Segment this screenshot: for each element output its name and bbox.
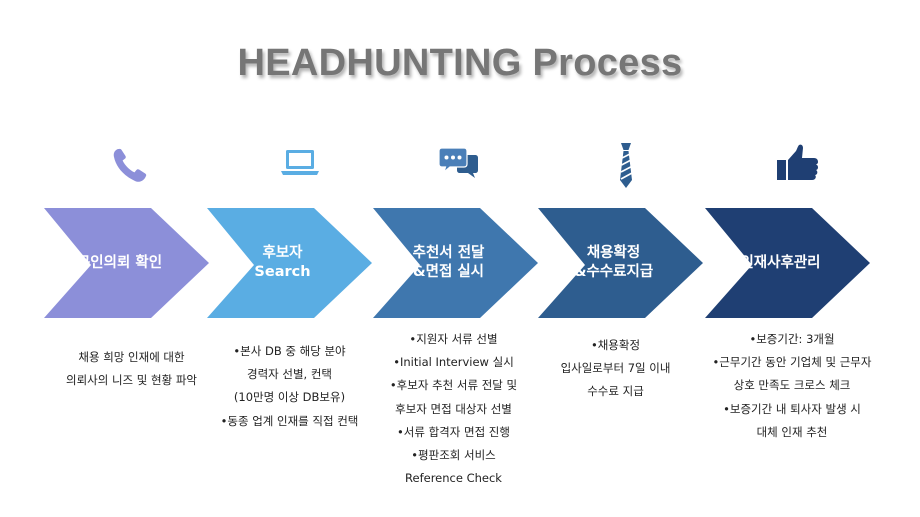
step-2-label-line-1: 후보자: [262, 245, 303, 261]
step-1-description: 채용 희망 인재에 대한 의뢰사의 니즈 및 현황 파악: [44, 346, 219, 392]
description-line: 수수료 지급: [587, 384, 644, 399]
step-2-description: •본사 DB 중 해당 분야 경력자 선별, 컨택 (10만명 이상 DB보유)…: [202, 340, 377, 433]
step-4-label-line-1: 채용확정: [586, 245, 641, 261]
description-line: Reference Check: [405, 471, 502, 486]
step-2-label-line-2: Search: [254, 264, 311, 280]
description-line: 상호 만족도 크로스 체크: [733, 378, 851, 393]
chat-bubbles-icon: [435, 140, 485, 190]
description-line: (10만명 이상 DB보유): [233, 390, 346, 405]
description-line: •지원자 서류 선별: [409, 332, 498, 346]
step-5-label-line-1: 인재사후관리: [740, 254, 821, 271]
description-line: •후보자 추천 서류 전달 및: [389, 378, 518, 393]
description-line: •동종 업계 인재를 직접 컨택: [220, 413, 359, 428]
description-line: •근무기간 동안 기업체 및 근무자: [712, 355, 872, 370]
description-line: 경력자 선별, 컨택: [246, 367, 333, 382]
step-3-description: •지원자 서류 선별 •Initial Interview 실시 •후보자 추천…: [366, 328, 541, 490]
description-line: 채용 희망 인재에 대한: [78, 350, 185, 364]
arrow-shape: [44, 208, 209, 318]
process-step-5-arrow: 인재사후관리: [705, 208, 870, 318]
description-line: 입사일로부터 7일 이내: [560, 361, 671, 376]
step-2-label: 후보자 Search: [215, 208, 350, 318]
step-5-description: •보증기간: 3개월 •근무기간 동안 기업체 및 근무자 상호 만족도 크로스…: [697, 328, 887, 444]
description-line: •Initial Interview 실시: [393, 355, 514, 370]
description-line: •채용확정: [590, 338, 641, 352]
process-step-2-arrow: 후보자 Search: [207, 208, 372, 318]
step-3-label: 추천서 전달 &면접 실시: [381, 208, 516, 318]
process-step-1-arrow: 구인의뢰 확인: [44, 208, 209, 318]
thumbs-up-icon: [774, 140, 824, 190]
step-4-label-line-2: &수수료지급: [573, 264, 654, 280]
description-line: 후보자 면접 대상자 선별: [395, 401, 512, 416]
description-line: •서류 합격자 면접 진행: [397, 424, 510, 439]
phone-icon: [105, 140, 155, 190]
laptop-icon: [275, 140, 325, 190]
page-title: HEADHUNTING Process: [237, 42, 683, 84]
arrow-shape: [373, 208, 538, 318]
description-line: •본사 DB 중 해당 분야: [233, 344, 346, 358]
arrow-shape: [538, 208, 703, 318]
step-4-description: •채용확정 입사일로부터 7일 이내 수수료 지급: [528, 334, 703, 404]
description-line: 의뢰사의 니즈 및 현황 파악: [65, 373, 197, 388]
step-4-label: 채용확정 &수수료지급: [546, 208, 681, 318]
description-line: •보증기간 내 퇴사자 발생 시: [723, 401, 861, 416]
necktie-icon: [601, 140, 651, 190]
description-line: •보증기간: 3개월: [749, 332, 835, 346]
step-3-label-line-2: &면접 실시: [412, 264, 485, 280]
arrow-shape: [705, 208, 870, 318]
description-line: 대체 인재 추천: [756, 424, 828, 439]
description-line: •평판조회 서비스: [411, 448, 496, 463]
step-3-label-line-1: 추천서 전달: [412, 245, 485, 261]
step-5-label: 인재사후관리: [713, 208, 848, 318]
step-1-label: 구인의뢰 확인: [52, 208, 187, 318]
process-step-4-arrow: 채용확정 &수수료지급: [538, 208, 703, 318]
process-step-3-arrow: 추천서 전달 &면접 실시: [373, 208, 538, 318]
arrow-shape: [207, 208, 372, 318]
step-1-label-line-1: 구인의뢰 확인: [76, 254, 163, 271]
